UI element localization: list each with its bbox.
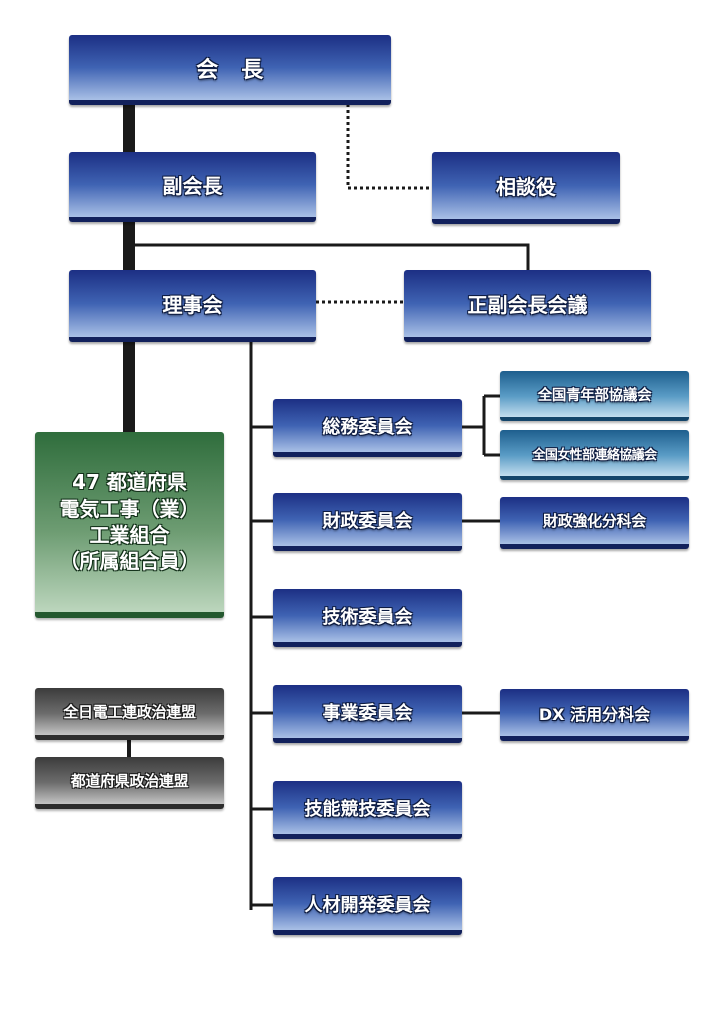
finance-subcommittee-label: 財政強化分科会 <box>543 512 646 530</box>
board-label: 理事会 <box>162 293 223 317</box>
committee-soumu-label: 総務委員会 <box>322 416 413 438</box>
committee-ginou-label: 技能競技委員会 <box>304 798 431 820</box>
committee-gijutsu-label: 技術委員会 <box>322 606 413 628</box>
board-box: 理事会 <box>69 270 316 342</box>
advisor-label: 相談役 <box>496 175 556 199</box>
committee-ginou-box: 技能競技委員会 <box>273 781 462 839</box>
women-council-label: 全国女性部連絡協議会 <box>532 447 657 463</box>
committee-gijutsu-box: 技術委員会 <box>273 589 462 647</box>
vice-chairman-box: 副会長 <box>69 152 316 222</box>
vice-chairman-label: 副会長 <box>162 174 223 198</box>
national-political-league-label: 全日電工連政治連盟 <box>63 703 196 721</box>
committee-jinzai-label: 人材開発委員会 <box>304 894 431 916</box>
youth-council-box: 全国青年部協議会 <box>500 371 689 421</box>
committee-soumu-box: 総務委員会 <box>273 399 462 457</box>
finance-subcommittee-box: 財政強化分科会 <box>500 497 689 549</box>
committee-jinzai-box: 人材開発委員会 <box>273 877 462 935</box>
national-political-league-box: 全日電工連政治連盟 <box>35 688 224 740</box>
executive-meeting-label: 正副会長会議 <box>467 293 588 317</box>
committee-jigyo-box: 事業委員会 <box>273 685 462 743</box>
committee-zaisei-box: 財政委員会 <box>273 493 462 551</box>
youth-council-label: 全国青年部協議会 <box>537 387 652 404</box>
dx-subcommittee-label: DX 活用分科会 <box>538 704 651 724</box>
committee-zaisei-label: 財政委員会 <box>322 510 413 532</box>
committee-jigyo-label: 事業委員会 <box>322 702 413 724</box>
member-unions-line-1: 47 都道府県 <box>72 470 187 495</box>
prefectural-political-league-box: 都道府県政治連盟 <box>35 757 224 809</box>
chairman-box: 会 長 <box>69 35 391 105</box>
advisor-box: 相談役 <box>432 152 620 224</box>
women-council-box: 全国女性部連絡協議会 <box>500 430 689 480</box>
advisor-dotted-line <box>346 104 432 190</box>
member-unions-line-2: 電気工事（業） <box>59 496 200 521</box>
prefectural-political-league-label: 都道府県政治連盟 <box>70 772 189 790</box>
executive-meeting-line <box>129 243 530 270</box>
member-unions-line-3: 工業組合 <box>89 523 170 547</box>
member-unions-box: 47 都道府県 電気工事（業） 工業組合 （所属組合員） <box>35 432 224 618</box>
dx-subcommittee-box: DX 活用分科会 <box>500 689 689 741</box>
executive-meeting-box: 正副会長会議 <box>404 270 651 342</box>
chairman-label: 会 長 <box>196 57 264 83</box>
member-unions-line-4: （所属組合員） <box>59 549 200 574</box>
